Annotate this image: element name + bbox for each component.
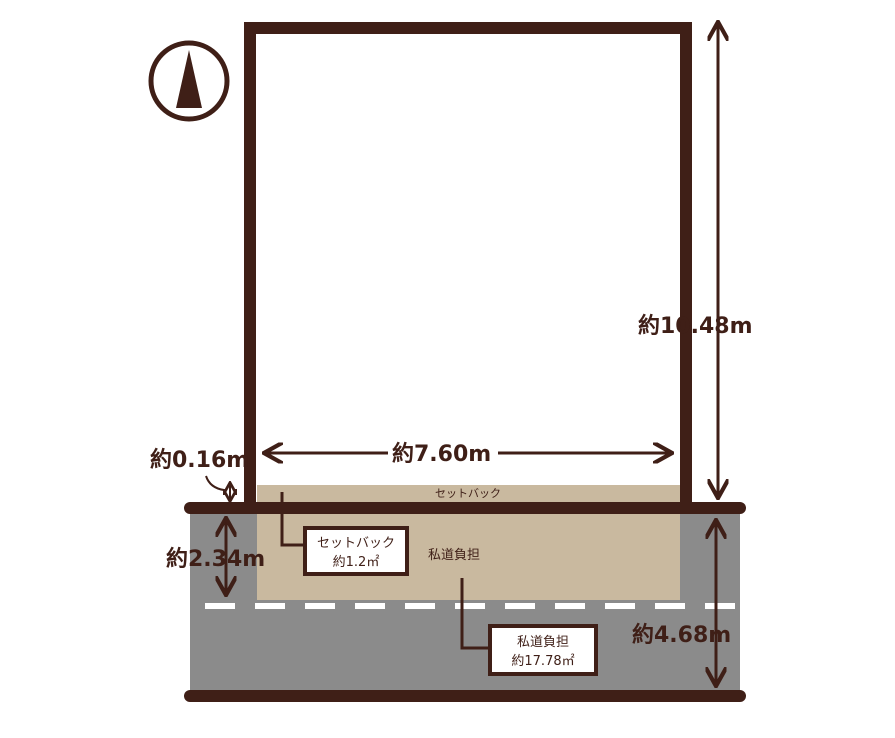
private-road-label: 私道負担: [428, 548, 480, 563]
setback-callout-box: [303, 526, 409, 576]
offset-label: 約0.16m: [150, 447, 249, 473]
private-road-callout-area: 約17.78㎡: [511, 654, 574, 669]
setback-strip-label: セットバック: [435, 487, 501, 500]
private-road-callout-title: 私道負担: [517, 635, 569, 650]
setback-callout-area: 約1.2㎡: [333, 555, 380, 570]
depth-label: 約10.48m: [638, 313, 753, 339]
offset-leader: [205, 475, 225, 491]
setback-callout-leader: [280, 492, 306, 547]
north-arrow-icon: [148, 40, 230, 122]
private-road-callout: 私道負担 約17.78㎡: [488, 624, 598, 676]
setback-callout: セットバック 約1.2㎡: [303, 526, 409, 576]
width-label-bg: [388, 440, 498, 466]
private-road-callout-box: [488, 624, 598, 676]
width-label: 約7.60m: [392, 441, 491, 467]
setback-callout-title: セットバック: [317, 536, 395, 551]
private-road-depth-label: 約2.34m: [166, 546, 265, 572]
road-width-label: 約4.68m: [632, 622, 731, 648]
private-road-callout-leader: [460, 578, 490, 650]
